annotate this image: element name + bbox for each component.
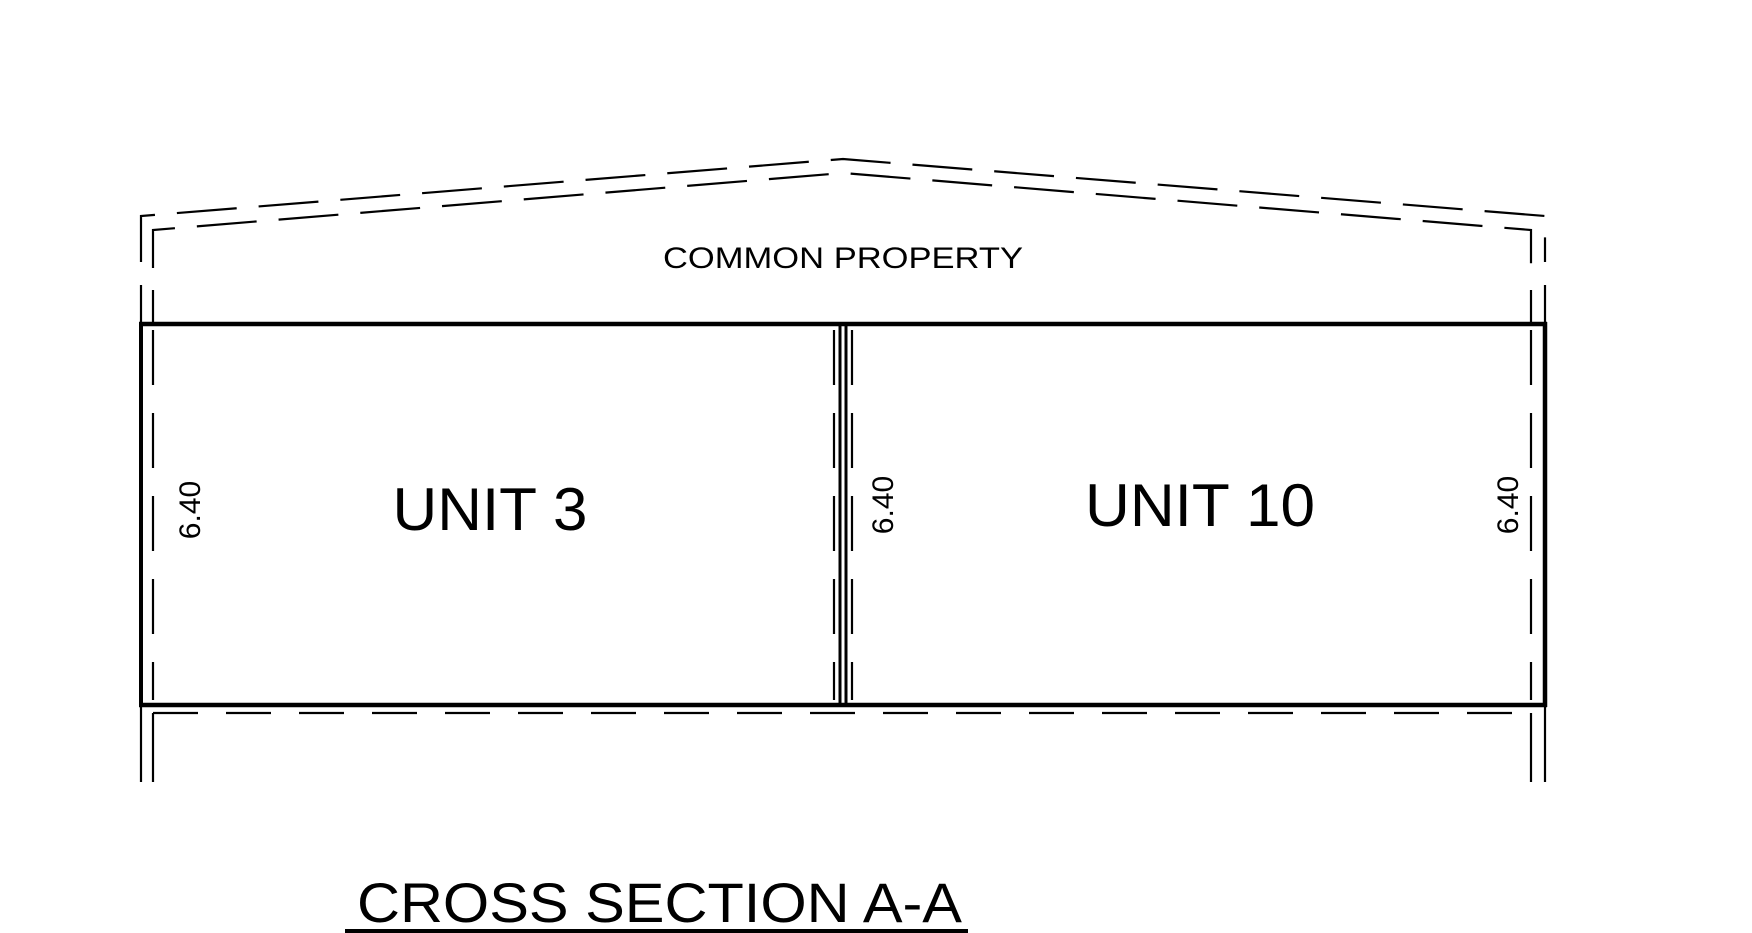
center-wall-height-dimension: 6.40 xyxy=(867,476,900,534)
unit-3-label: UNIT 3 xyxy=(393,476,588,543)
roof-outer-line xyxy=(139,157,1547,262)
unit-boundaries xyxy=(139,321,1548,708)
left-wall-height-dimension: 6.40 xyxy=(174,481,207,539)
upper-wall-stubs xyxy=(139,285,1547,324)
inner-dashed-walls xyxy=(151,330,1533,700)
unit-10-label: UNIT 10 xyxy=(1085,472,1315,539)
roof-inner-line xyxy=(151,171,1533,268)
roof-outline xyxy=(139,157,1547,268)
common-property-label: COMMON PROPERTY xyxy=(663,242,1023,275)
right-wall-height-dimension: 6.40 xyxy=(1492,476,1525,534)
drawing-title: CROSS SECTION A-A xyxy=(357,871,963,933)
lower-wall-extensions xyxy=(139,707,1547,782)
